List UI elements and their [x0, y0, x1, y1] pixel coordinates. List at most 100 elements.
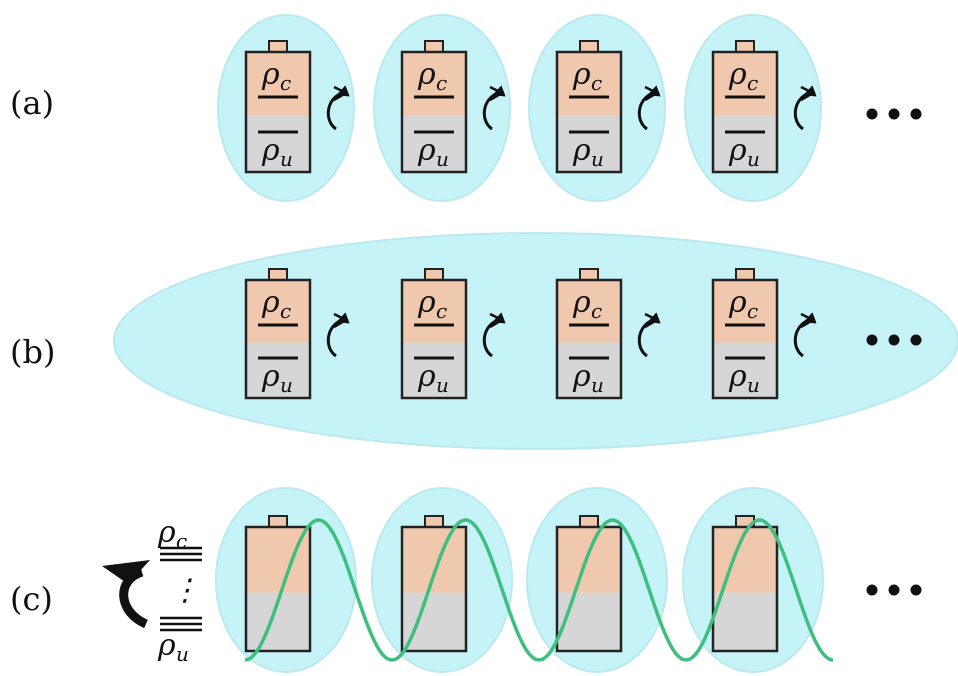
ellipsis-dots-icon	[866, 584, 878, 596]
battery-uncharged-fill	[557, 592, 621, 651]
battery-outline	[244, 525, 312, 653]
battery-uncharged-fill	[557, 342, 621, 398]
curved-charging-arrow-icon	[482, 312, 506, 358]
arrow-head	[800, 85, 816, 102]
battery-charged-fill	[246, 280, 310, 343]
battery-charged-subscript: c	[436, 299, 447, 323]
battery-charged-fill	[246, 527, 310, 593]
battery-uncharged-label: ρ	[728, 133, 747, 168]
row-label-c: (c)	[10, 580, 53, 618]
battery-outline	[400, 278, 468, 400]
battery-charged-subscript: c	[280, 71, 291, 95]
ellipsis-dots-icon	[866, 334, 878, 346]
battery-charged-subscript: c	[747, 71, 758, 95]
battery-charged-fill	[402, 527, 466, 593]
battery-terminal	[424, 40, 444, 53]
battery-terminal	[424, 515, 444, 528]
battery-charged-fill	[713, 52, 777, 116]
curved-charging-arrow-icon	[326, 85, 350, 131]
battery-uncharged-fill	[713, 115, 777, 172]
ladder-middle-dots: ⋮	[170, 573, 200, 608]
battery-uncharged-fill	[402, 342, 466, 398]
battery-charged-subscript: c	[591, 299, 602, 323]
battery-charged-label: ρ	[261, 285, 280, 320]
arrow-head	[333, 312, 349, 329]
battery-terminal	[268, 268, 288, 281]
battery-charged-fill	[557, 280, 621, 343]
battery-uncharged-subscript: u	[591, 147, 604, 171]
battery-outline	[711, 50, 779, 174]
ellipsis-dots-icon	[910, 108, 922, 120]
battery-outline	[400, 525, 468, 653]
battery-charged-fill	[713, 280, 777, 343]
curved-charging-arrow-icon	[637, 85, 661, 131]
ellipsis-dots-icon	[888, 584, 900, 596]
battery-charged-label: ρ	[572, 285, 591, 320]
global-charger-ellipse	[113, 232, 958, 450]
battery-uncharged-subscript: u	[747, 373, 760, 397]
battery-terminal	[268, 40, 288, 53]
battery-uncharged-fill	[713, 592, 777, 651]
ellipsis-dots-icon	[888, 334, 900, 346]
battery-uncharged-subscript: u	[436, 147, 449, 171]
battery-charged-label: ρ	[572, 57, 591, 92]
battery-outline	[244, 278, 312, 400]
battery-outline	[555, 50, 623, 174]
ellipsis-dots-icon	[866, 108, 878, 120]
energy-level-ladder: ρ c ⋮ ρ u	[102, 515, 202, 666]
battery-uncharged-subscript: u	[436, 373, 449, 397]
battery-outline	[711, 525, 779, 653]
battery-uncharged-label: ρ	[728, 359, 747, 394]
ladder-bottom-rho: ρ	[157, 628, 176, 663]
arrow-head	[489, 85, 505, 102]
battery-outline	[711, 278, 779, 400]
battery-charged-label: ρ	[728, 285, 747, 320]
battery-terminal	[735, 268, 755, 281]
battery-charged-fill	[713, 527, 777, 593]
curved-charging-arrow-icon	[482, 85, 506, 131]
battery-charged-label: ρ	[728, 57, 747, 92]
battery-uncharged-label: ρ	[572, 359, 591, 394]
big-arrow-head	[102, 560, 150, 584]
battery-outline	[555, 525, 623, 653]
battery-charged-subscript: c	[591, 71, 602, 95]
arrow-head	[333, 85, 349, 102]
row-c-collective-charging	[215, 487, 922, 673]
battery-uncharged-fill	[246, 342, 310, 398]
battery-charged-subscript: c	[280, 299, 291, 323]
entangling-wire	[244, 518, 834, 662]
battery-uncharged-fill	[557, 115, 621, 172]
battery-terminal	[268, 515, 288, 528]
battery-charged-subscript: c	[747, 299, 758, 323]
battery-charged-label: ρ	[417, 57, 436, 92]
battery-uncharged-label: ρ	[572, 133, 591, 168]
battery-charged-fill	[557, 527, 621, 593]
battery-terminal	[424, 268, 444, 281]
battery-charged-fill	[402, 52, 466, 116]
arrow-head	[800, 312, 816, 329]
battery-uncharged-fill	[713, 342, 777, 398]
battery-uncharged-subscript: u	[280, 147, 293, 171]
row-label-b: (b)	[10, 333, 55, 371]
arrow-head	[644, 312, 660, 329]
curved-charging-arrow-icon	[793, 85, 817, 131]
ladder-top-sub: c	[176, 529, 187, 553]
battery-uncharged-label: ρ	[261, 133, 280, 168]
ellipsis-dots-icon	[888, 108, 900, 120]
battery-uncharged-label: ρ	[417, 359, 436, 394]
battery-charged-fill	[246, 52, 310, 116]
battery-uncharged-label: ρ	[417, 133, 436, 168]
battery-uncharged-subscript: u	[747, 147, 760, 171]
curved-charging-arrow-icon	[637, 312, 661, 358]
ellipsis-dots-icon	[910, 584, 922, 596]
arrow-head	[489, 312, 505, 329]
battery-outline	[400, 50, 468, 174]
battery-terminal	[579, 268, 599, 281]
ladder-bottom-sub: u	[176, 642, 189, 666]
battery-terminal	[735, 40, 755, 53]
battery-uncharged-fill	[402, 115, 466, 172]
battery-terminal	[579, 515, 599, 528]
